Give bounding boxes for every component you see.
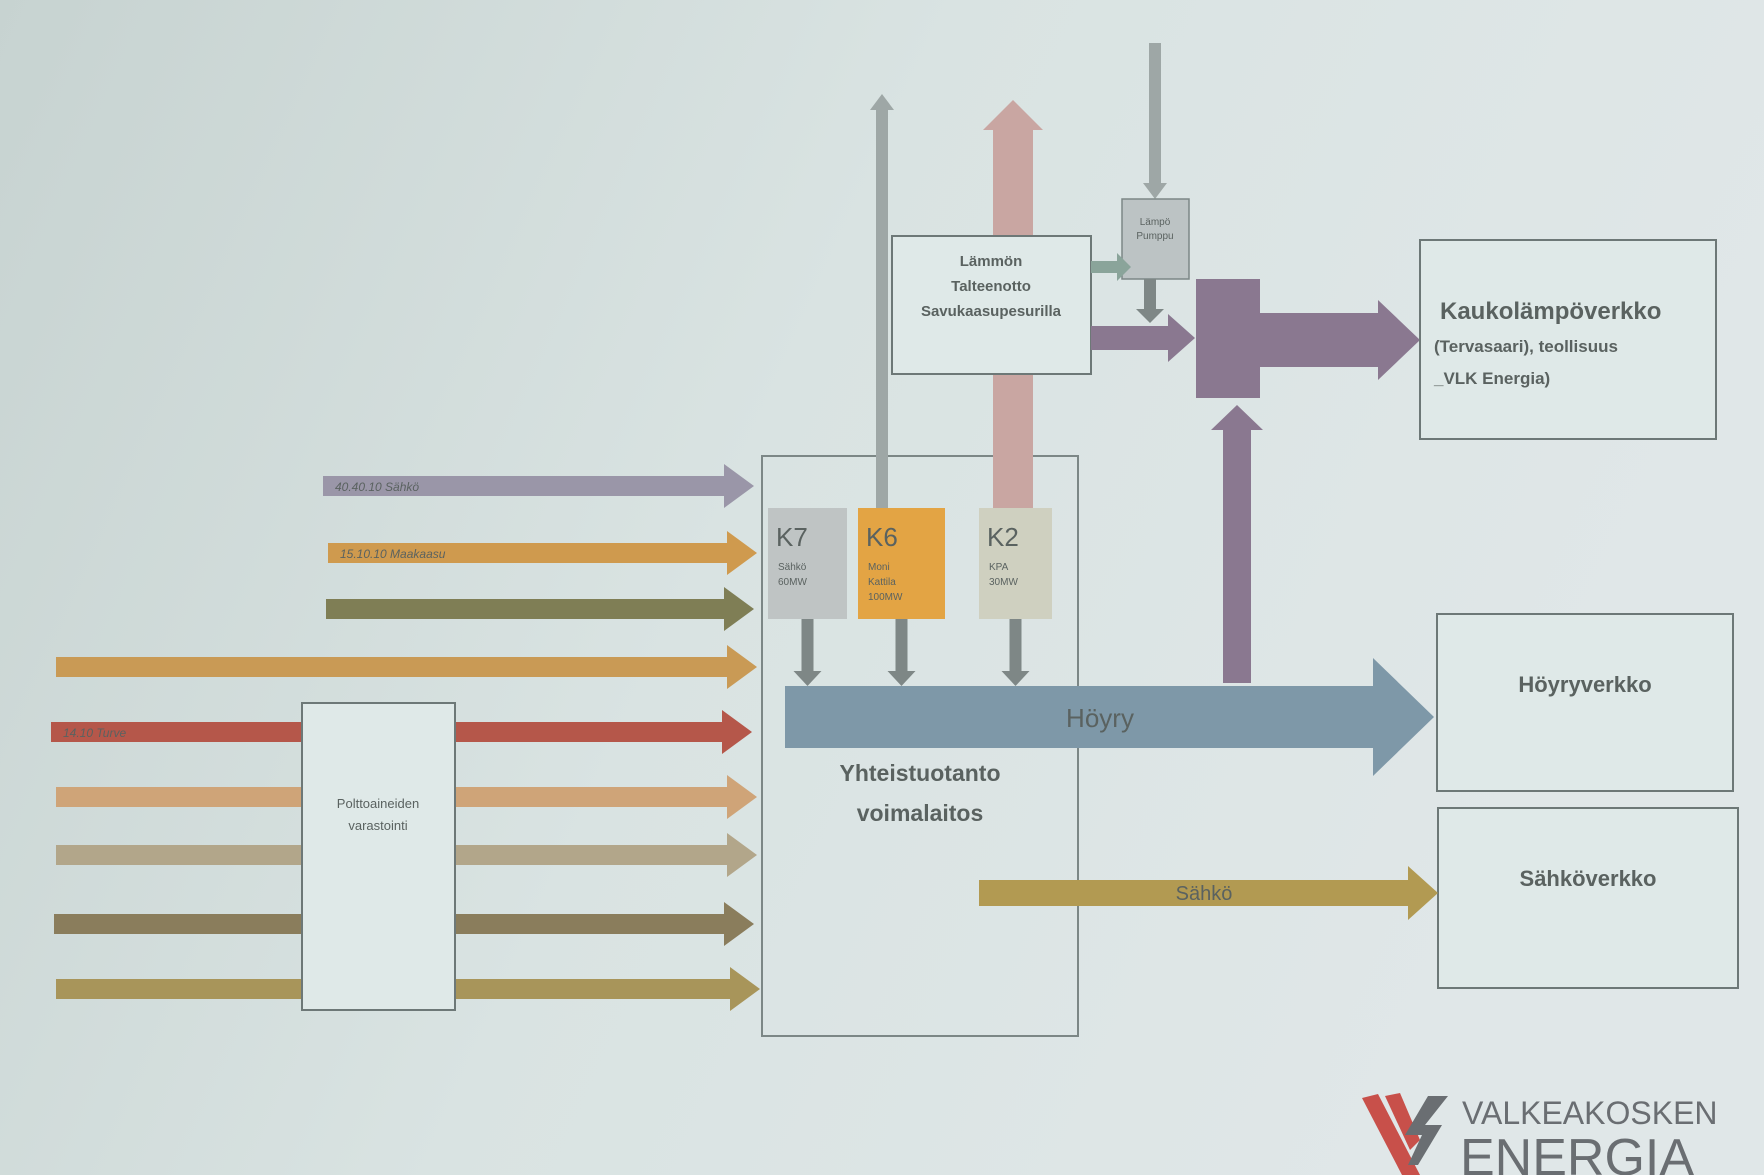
- power-arrow: Sähkö: [979, 866, 1438, 920]
- boiler-detail: KPA: [989, 562, 1009, 573]
- heat-recovery-box: [891, 235, 1092, 375]
- boiler-name: K7: [776, 522, 808, 552]
- input-arrow-label: 40.40.10 Sähkö: [335, 480, 419, 494]
- district-heat-line-2: _VLK Energia): [1433, 369, 1550, 388]
- boiler-detail: Kattila: [868, 577, 896, 588]
- pump-down-arrow: [1136, 279, 1164, 323]
- power-network-label: Sähköverkko: [1520, 866, 1657, 891]
- steam-network-label: Höyryverkko: [1518, 672, 1651, 697]
- logo-text-1: VALKEAKOSKEN: [1462, 1095, 1718, 1131]
- plant-label-2: voimalaitos: [857, 800, 984, 826]
- storage-label-2: varastointi: [348, 818, 407, 833]
- input-arrow-label: 15.10.10 Maakaasu: [340, 547, 446, 561]
- input-arrow: 15.10.10 Maakaasu: [328, 531, 757, 575]
- steam-arrow: Höyry: [785, 658, 1434, 776]
- boiler-detail: Sähkö: [778, 562, 807, 573]
- boiler-detail: 30MW: [989, 577, 1018, 588]
- boiler-detail: Moni: [868, 562, 890, 573]
- heat-pump-input-arrow: [1143, 43, 1167, 199]
- heat-pump-label-1: Lämpö: [1140, 217, 1171, 228]
- heat-recovery-label-1: Lämmön: [960, 253, 1023, 270]
- district-heat-arrow: [1258, 300, 1420, 380]
- heat-pump-box: [1121, 198, 1190, 280]
- steam-to-heat-arrow: [1211, 405, 1263, 683]
- heat-collector: [1196, 279, 1260, 398]
- district-heat-title: Kaukolämpöverkko: [1440, 298, 1661, 325]
- flue-gas-arrow: [870, 94, 894, 508]
- boiler-detail: 60MW: [778, 577, 807, 588]
- input-arrow: [56, 645, 757, 689]
- valkeakosken-energia-logo: VALKEAKOSKEN ENERGIA: [1362, 1093, 1718, 1175]
- steam-label: Höyry: [1066, 703, 1134, 733]
- input-arrow-label: 14.10 Turve: [63, 726, 126, 740]
- power-network-box: [1437, 807, 1739, 989]
- power-label: Sähkö: [1176, 883, 1233, 905]
- storage-label-1: Polttoaineiden: [337, 796, 419, 811]
- down-arrow-icon: [793, 671, 822, 686]
- recovery-to-pump-arrow: [1091, 253, 1131, 281]
- input-arrow: 40.40.10 Sähkö: [323, 464, 754, 508]
- input-arrow: [326, 587, 754, 631]
- logo-text-2: ENERGIA: [1460, 1129, 1694, 1175]
- boiler-detail: 100MW: [868, 592, 903, 603]
- fuel-storage-box: [301, 702, 456, 1011]
- recovery-to-heat-arrow: [1091, 314, 1195, 362]
- down-arrow-icon: [1001, 671, 1030, 686]
- steam-network-box: [1436, 613, 1734, 792]
- boiler-name: K6: [866, 522, 898, 552]
- down-arrow-icon: [887, 671, 916, 686]
- boiler-name: K2: [987, 522, 1019, 552]
- plant-label-1: Yhteistuotanto: [840, 760, 1001, 786]
- district-heat-line-1: (Tervasaari), teollisuus: [1434, 337, 1618, 356]
- district-heat-network-box: [1419, 239, 1717, 440]
- heat-pump-label-2: Pumppu: [1136, 231, 1173, 242]
- heat-recovery-label-2: Talteenotto: [951, 278, 1031, 295]
- heat-recovery-label-3: Savukaasupesurilla: [921, 303, 1062, 320]
